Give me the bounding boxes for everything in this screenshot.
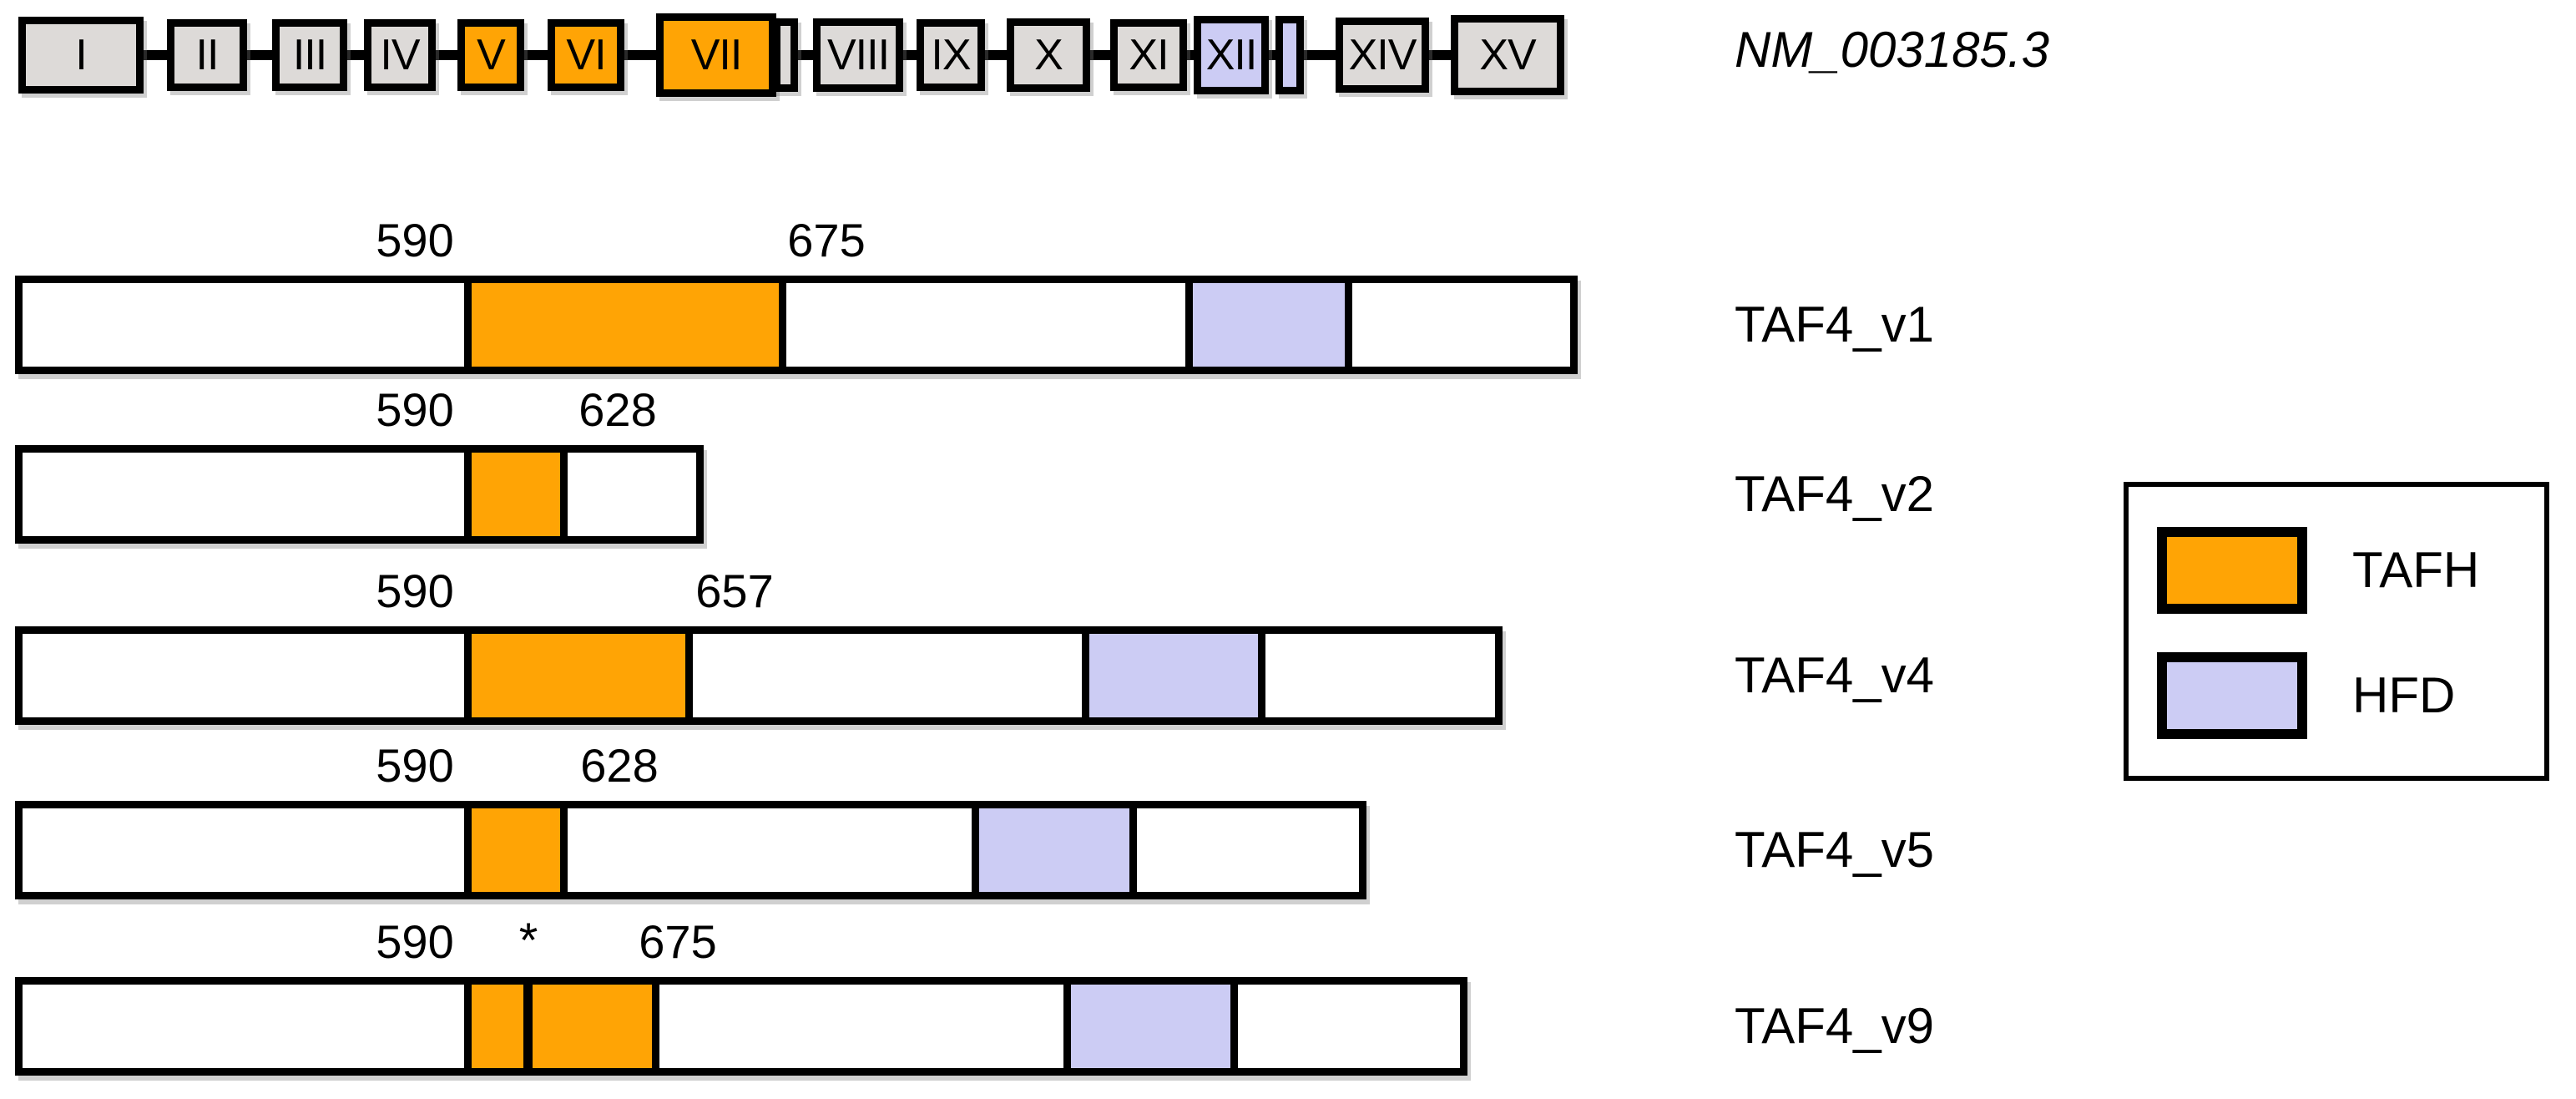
aa-coordinate-label: 628 <box>578 383 657 436</box>
domain-segment-tafh <box>464 283 786 367</box>
exon-roman-numeral: X <box>1034 31 1063 79</box>
exon-box-ix: IX <box>917 19 985 91</box>
exon-box-viii: VIII <box>813 18 903 92</box>
exon-roman-numeral: IV <box>380 31 420 79</box>
aa-coordinate-label: 590 <box>376 915 454 968</box>
protein-bar-taf4_v2 <box>15 445 704 544</box>
isoform-name-label: TAF4_v1 <box>1735 296 1934 352</box>
aa-coordinate-label: 675 <box>639 915 717 968</box>
legend: TAFH HFD <box>2124 482 2549 781</box>
aa-coordinate-label: 657 <box>695 565 774 617</box>
exon-box-vi: VI <box>548 19 624 91</box>
isoform-name-label: TAF4_v5 <box>1735 822 1934 878</box>
domain-segment-tafh <box>464 634 693 717</box>
domain-segment-hfd <box>1063 985 1238 1068</box>
domain-segment-tafh <box>523 985 659 1068</box>
domain-segment-hfd <box>972 808 1137 892</box>
aa-coordinate-label: 590 <box>376 565 454 617</box>
exon-box-xiv: XIV <box>1336 18 1429 93</box>
exon-box-xv: XV <box>1451 15 1564 95</box>
legend-label-tafh: TAFH <box>2352 542 2480 598</box>
isoform-name-label: TAF4_v4 <box>1735 647 1934 703</box>
exon-roman-numeral: XIV <box>1348 31 1417 79</box>
exon-roman-numeral: VIII <box>826 31 890 79</box>
exon-box-vii: VII <box>656 13 776 97</box>
protein-bar-taf4_v9 <box>15 977 1467 1076</box>
exon-box-v: V <box>457 19 524 91</box>
exon-roman-numeral: III <box>292 31 327 79</box>
legend-label-hfd: HFD <box>2352 667 2456 723</box>
transcript-accession-label: NM_003185.3 <box>1735 22 2049 78</box>
exon-box-ii: II <box>167 19 247 91</box>
exon-box-unlabeled <box>1275 16 1304 94</box>
exon-box-xi: XI <box>1110 19 1187 91</box>
exon-roman-numeral: VII <box>690 31 743 79</box>
domain-segment-hfd <box>1185 283 1352 367</box>
domain-segment-tafh <box>464 808 568 892</box>
legend-swatch-hfd <box>2157 652 2307 739</box>
exon-roman-numeral: XI <box>1129 31 1169 79</box>
exon-roman-numeral: V <box>477 31 506 79</box>
protein-bar-taf4_v4 <box>15 626 1503 725</box>
legend-swatch-tafh <box>2157 527 2307 614</box>
variant-asterisk-marker: * <box>518 914 538 968</box>
exon-roman-numeral: XV <box>1479 31 1536 79</box>
exon-box-unlabeled <box>773 18 798 92</box>
aa-coordinate-label: 590 <box>376 383 454 436</box>
aa-coordinate-label: 675 <box>787 214 866 266</box>
exon-box-iii: III <box>272 19 347 91</box>
domain-segment-hfd <box>1082 634 1265 717</box>
exon-box-xii: XII <box>1194 16 1269 94</box>
domain-segment-tafh <box>464 453 568 536</box>
exon-roman-numeral: XII <box>1205 31 1258 79</box>
isoform-name-label: TAF4_v2 <box>1735 466 1934 522</box>
exon-roman-numeral: IX <box>931 31 971 79</box>
protein-bar-taf4_v1 <box>15 276 1578 374</box>
exon-roman-numeral: I <box>75 31 87 79</box>
aa-coordinate-label: 628 <box>580 739 659 792</box>
aa-coordinate-label: 590 <box>376 214 454 266</box>
aa-coordinate-label: 590 <box>376 739 454 792</box>
protein-bar-taf4_v5 <box>15 801 1366 899</box>
exon-box-iv: IV <box>364 19 436 91</box>
exon-roman-numeral: II <box>195 31 220 79</box>
exon-roman-numeral: VI <box>566 31 606 79</box>
domain-segment-tafh <box>464 985 523 1068</box>
isoform-name-label: TAF4_v9 <box>1735 998 1934 1054</box>
exon-box-x: X <box>1007 18 1090 92</box>
exon-box-i: I <box>18 17 144 94</box>
